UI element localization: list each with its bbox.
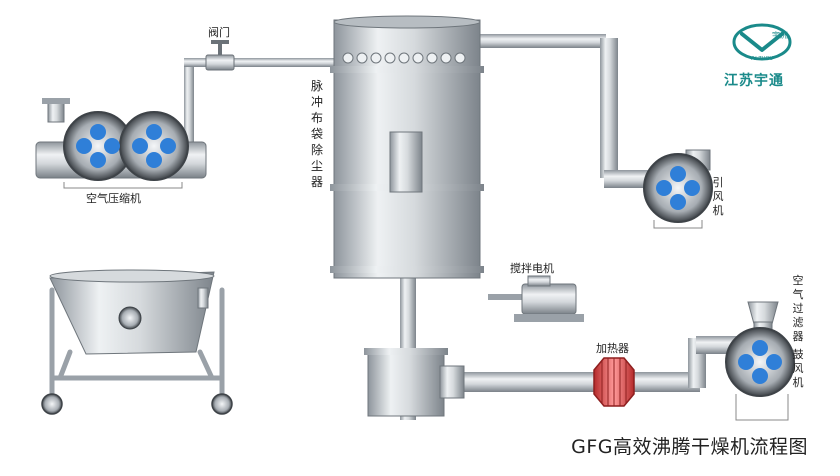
motor-shaft bbox=[488, 294, 522, 300]
blower bbox=[725, 327, 795, 421]
pipe-top-outlet bbox=[478, 34, 606, 48]
diagram-title: GFG高效沸腾干燥机流程图 bbox=[571, 436, 808, 458]
dust-collector-label: 脉冲布袋除尘器 bbox=[310, 79, 323, 189]
hopper-trolley bbox=[41, 269, 233, 415]
stirring-motor bbox=[514, 275, 584, 322]
pipe-compressor-vertical bbox=[184, 58, 194, 146]
induced-fan-label: 引风机 bbox=[712, 176, 724, 217]
pipe-hot-air bbox=[440, 372, 700, 392]
stirring-motor-label: 搅拌电机 bbox=[510, 262, 554, 275]
pipe-to-induced-fan bbox=[604, 170, 654, 188]
air-filter-label: 空气过滤器 bbox=[792, 274, 804, 343]
air-compressor bbox=[35, 98, 207, 189]
dust-collector bbox=[330, 15, 484, 279]
brand-logo: 宇洲 YU ZHOU bbox=[732, 23, 792, 62]
valve-label: 阀门 bbox=[208, 26, 230, 39]
logo-text: 宇洲 bbox=[772, 30, 788, 40]
pipe-compressor-horizontal bbox=[184, 58, 334, 67]
logo-subtext: YU ZHOU bbox=[749, 56, 773, 62]
blower-label: 鼓风机 bbox=[792, 348, 804, 389]
heater bbox=[593, 357, 635, 407]
heater-label: 加热器 bbox=[596, 342, 629, 355]
induced-fan bbox=[643, 149, 713, 229]
fluid-bed-chamber bbox=[364, 348, 465, 417]
pipe-fan-down bbox=[600, 38, 618, 178]
air-compressor-label: 空气压缩机 bbox=[86, 192, 141, 205]
brand-name: 江苏宇通 bbox=[724, 73, 784, 89]
valve bbox=[205, 40, 235, 71]
